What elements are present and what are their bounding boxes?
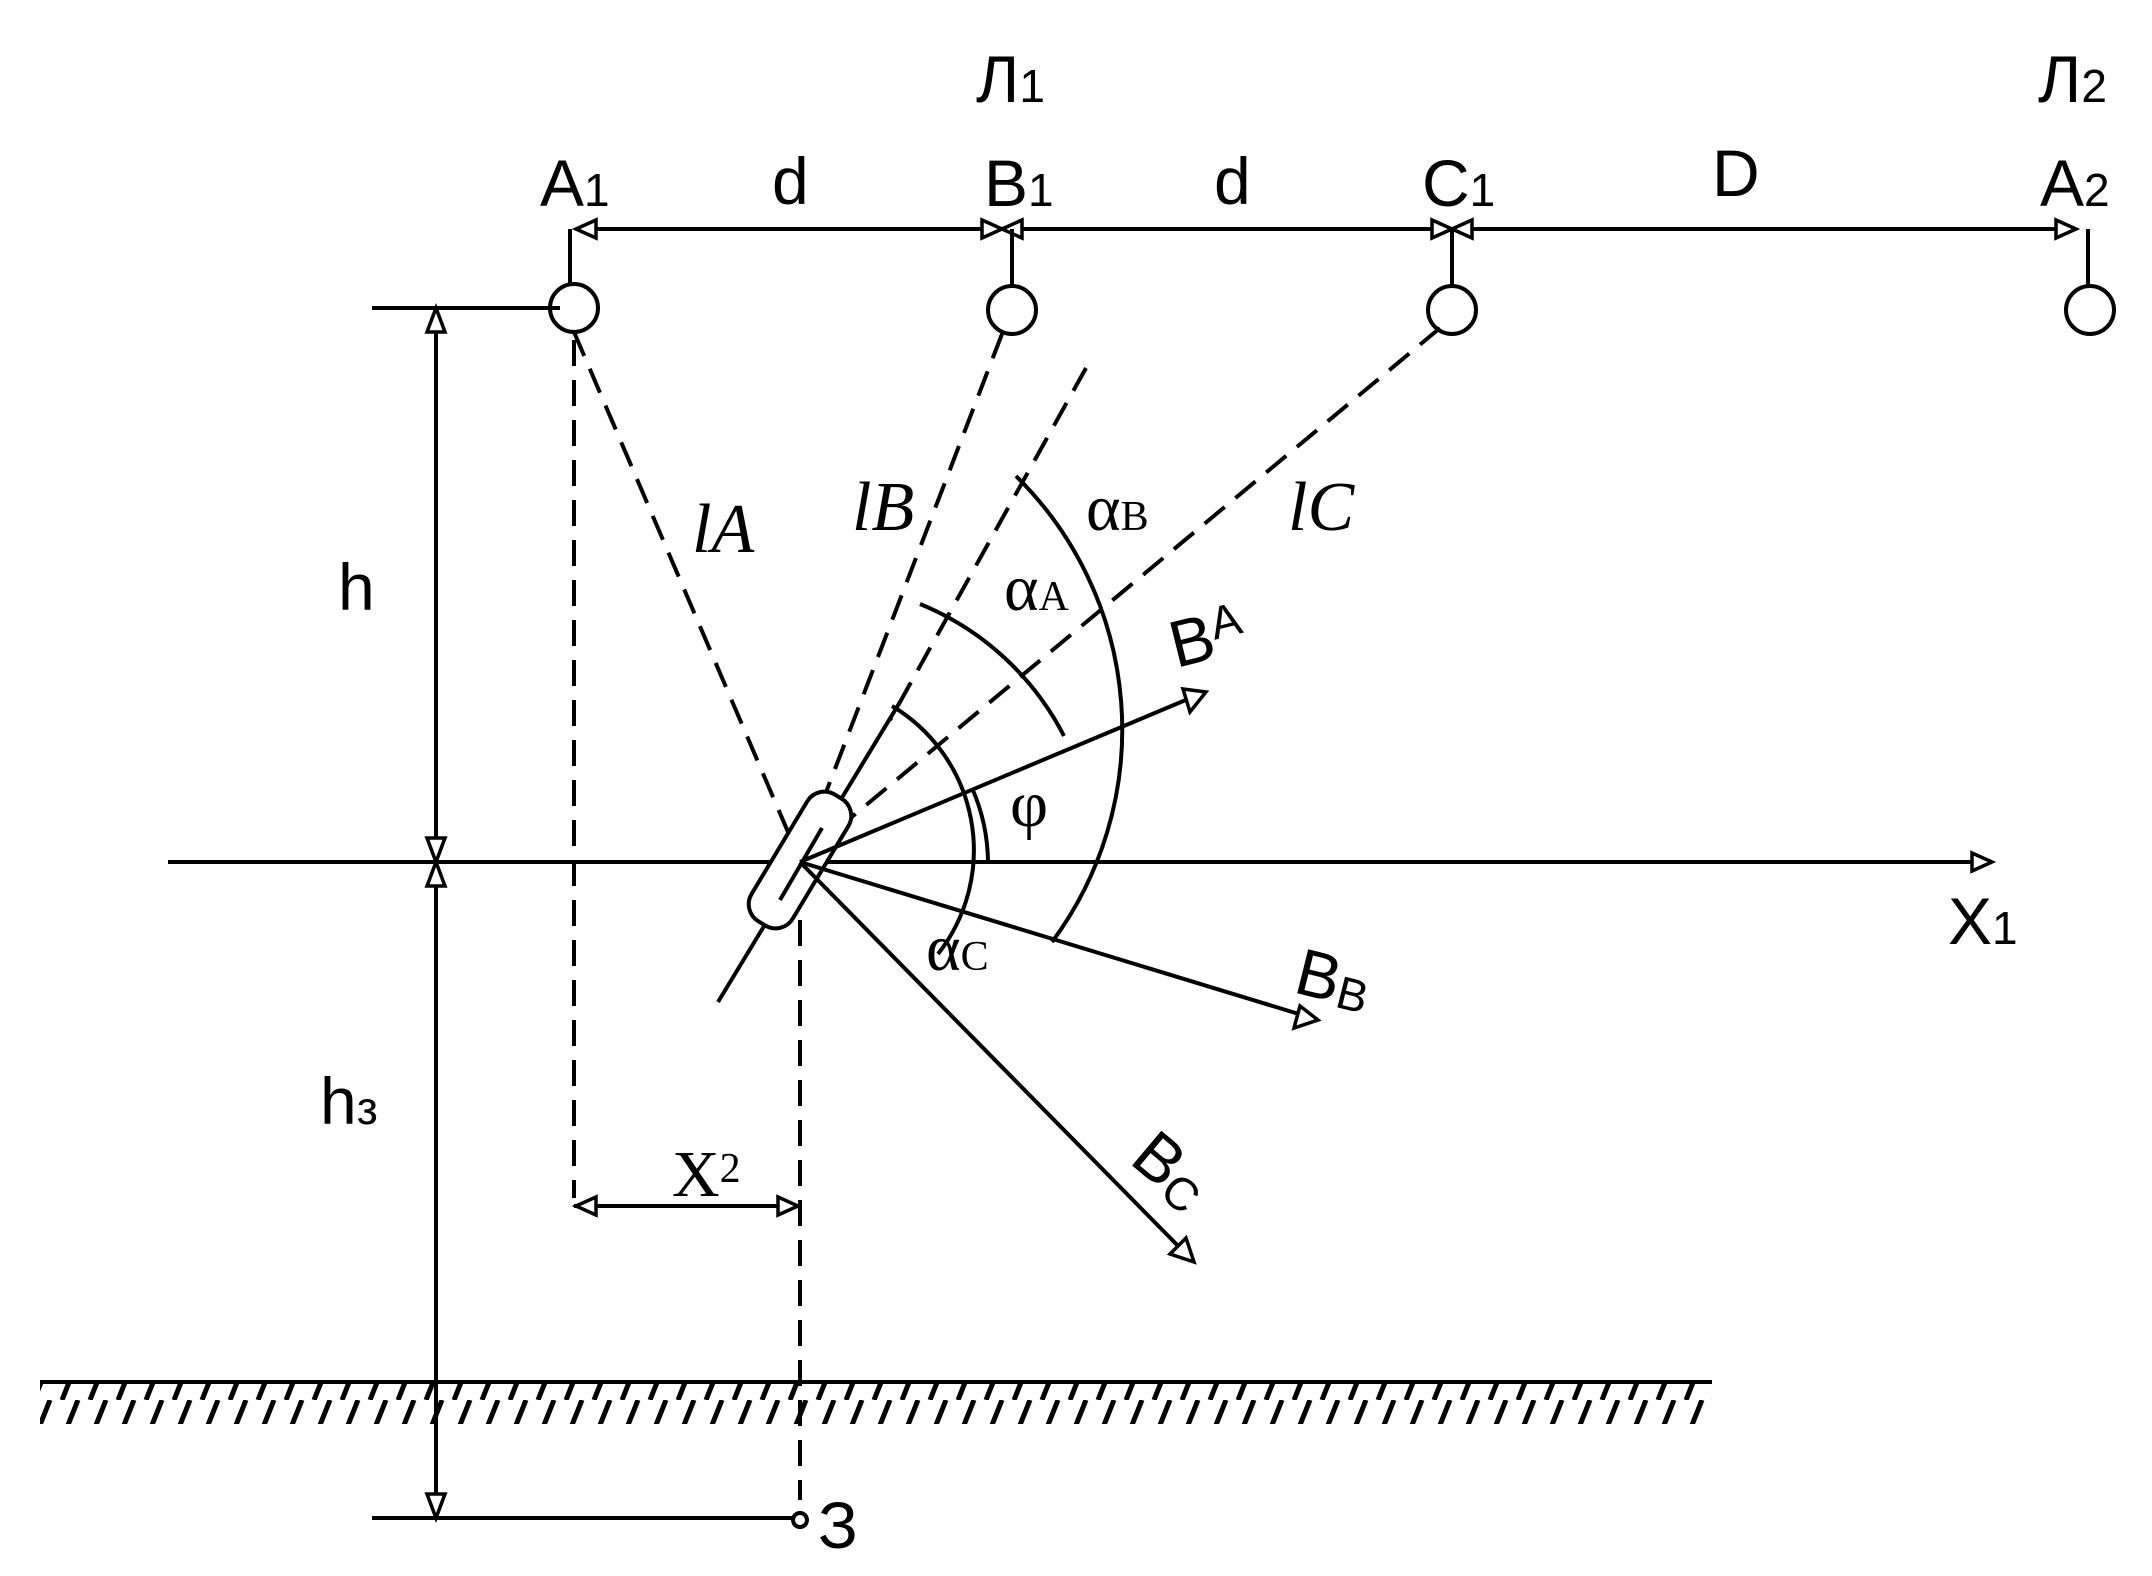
arc-alpha-b xyxy=(1014,474,1125,944)
label-ground-point: З xyxy=(818,1488,858,1562)
height-dimension xyxy=(372,303,792,1523)
label-phase-a1: А1 xyxy=(540,146,610,220)
label-alpha-c: αC xyxy=(926,912,989,985)
arc-phi xyxy=(970,787,990,863)
path-la-dashed xyxy=(572,331,802,861)
label-line2: Л2 xyxy=(2038,42,2107,116)
label-phase-a2: А2 xyxy=(2040,146,2110,220)
top-dimension-line xyxy=(568,217,2090,286)
vector-bb-arrow xyxy=(799,860,1322,1031)
x2-dimension xyxy=(571,1194,803,1218)
label-lc: lC xyxy=(1288,469,1355,546)
path-lc-dashed xyxy=(798,326,1442,862)
label-line1: Л1 xyxy=(976,42,1045,116)
label-vector-bc: BC xyxy=(1118,1116,1226,1224)
label-x2: X2 xyxy=(672,1138,741,1211)
ground-point-marker xyxy=(791,1511,809,1529)
label-lb: lB xyxy=(852,469,914,546)
path-lb-dashed xyxy=(798,333,1004,861)
label-h3: hз xyxy=(320,1064,378,1138)
label-h: h xyxy=(338,550,375,624)
label-alpha-b: αB xyxy=(1086,472,1149,545)
label-phase-b1: В1 xyxy=(984,146,1054,220)
x1-axis xyxy=(168,850,1997,874)
label-phase-c1: С1 xyxy=(1422,146,1495,220)
arc-alpha-a xyxy=(919,602,1066,737)
label-phi: φ xyxy=(1010,768,1048,841)
conductor-b1 xyxy=(986,284,1038,336)
label-x1: X1 xyxy=(1948,884,2018,958)
label-la: lA xyxy=(692,491,754,568)
label-D: D xyxy=(1712,136,1760,210)
sensor xyxy=(716,700,902,1004)
arc-alpha-c xyxy=(890,704,976,956)
label-alpha-a: αA xyxy=(1004,552,1070,625)
conductor-c1 xyxy=(1426,284,1478,336)
label-d-2: d xyxy=(1214,144,1251,218)
vector-ba-arrow xyxy=(799,686,1210,864)
label-d-1: d xyxy=(772,144,809,218)
conductor-a2 xyxy=(2064,284,2116,336)
ground xyxy=(40,1380,1712,1424)
sensor-axis-dashed xyxy=(888,367,1088,721)
vector-bc-arrow xyxy=(798,860,1197,1265)
label-vector-ba: BA xyxy=(1161,592,1252,682)
